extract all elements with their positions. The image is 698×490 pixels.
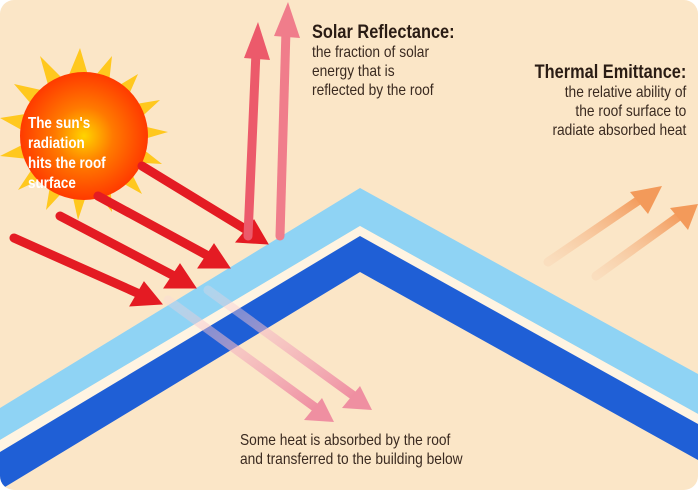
thermal-emittance-title: Thermal Emittance:: [534, 62, 686, 83]
solar-reflectance-label: Solar Reflectance: the fraction of solar…: [312, 22, 455, 101]
incoming-radiation-arrows: [9, 161, 269, 307]
solar-reflectance-title: Solar Reflectance:: [312, 22, 455, 43]
sun-label-line: surface: [28, 175, 76, 192]
solar-reflectance-line: the fraction of solar: [312, 44, 430, 62]
thermal-emittance-label: Thermal Emittance: the relative ability …: [534, 62, 686, 141]
absorbed-heat-line: Some heat is absorbed by the roof: [240, 432, 451, 449]
roof-gap-stripe: [0, 226, 698, 452]
sun-radiation-label: The sun's radiation hits the roof surfac…: [28, 114, 106, 194]
thermal-emittance-line: the relative ability of: [564, 84, 686, 102]
absorbed-heat-line: and transferred to the building below: [240, 450, 463, 468]
thermal-emittance-line: the roof surface to: [575, 103, 686, 121]
thermal-emittance-line: radiate absorbed heat: [552, 122, 686, 140]
absorbed-heat-label: Some heat is absorbed by the roof and tr…: [240, 432, 463, 470]
solar-reflectance-line: energy that is: [312, 63, 395, 81]
sun-label-line: radiation: [28, 135, 85, 152]
roof-inner-layer: [0, 236, 698, 490]
roof-outer-layer: [0, 188, 698, 440]
emitted-heat-arrows: [543, 186, 698, 281]
sun-icon: [0, 48, 168, 220]
solar-reflectance-line: reflected by the roof: [312, 82, 434, 100]
reflected-radiation-arrows: [243, 2, 300, 241]
sun-label-line: hits the roof: [28, 155, 106, 172]
sun-label-line: The sun's: [28, 115, 91, 132]
absorbed-heat-arrows: [163, 285, 372, 422]
